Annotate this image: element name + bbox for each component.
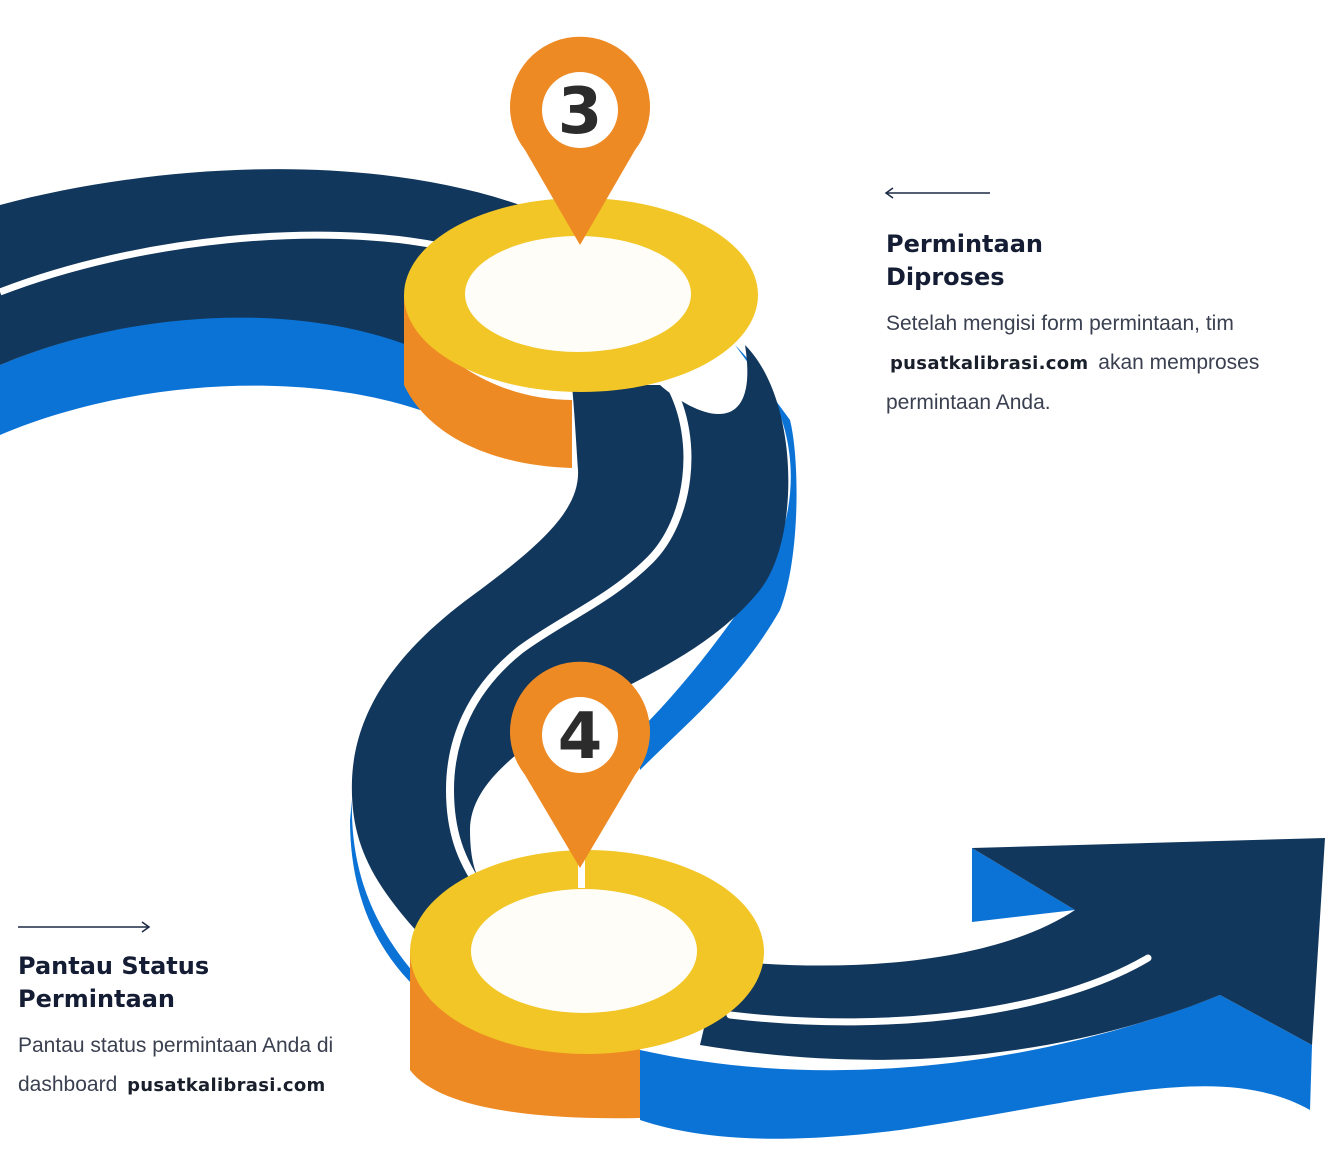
step-4-title: Pantau Status Permintaan xyxy=(18,950,398,1016)
arrow-right-icon xyxy=(18,921,151,933)
step-4-map-pin-icon: 4 xyxy=(510,661,650,868)
step-3-map-pin-icon: 3 xyxy=(510,36,650,246)
step-3-title: Permintaan Diproses xyxy=(886,228,1306,294)
step-3-title-line1: Permintaan xyxy=(886,230,1043,258)
step-4-number: 4 xyxy=(558,700,603,774)
road-segment-lower-right xyxy=(640,838,1325,1139)
step-4-ring xyxy=(410,850,764,1119)
step-3-title-line2: Diproses xyxy=(886,263,1005,291)
arrow-left-icon xyxy=(884,187,990,199)
step-3-brand: pusatkalibrasi.com xyxy=(890,353,1089,374)
step-4-title-line2: Permintaan xyxy=(18,985,175,1013)
step-4-title-line1: Pantau Status xyxy=(18,952,210,980)
step-3-description: Setelah mengisi form permintaan, tim pus… xyxy=(886,304,1306,422)
step-3-info: Permintaan Diproses Setelah mengisi form… xyxy=(886,184,1306,422)
road-arrowhead-icon xyxy=(700,838,1325,1060)
step-3-desc-after: akan memproses permintaan Anda. xyxy=(886,351,1260,414)
step-4-description: Pantau status permintaan Anda di dashboa… xyxy=(18,1026,398,1105)
road-segment-s-curve xyxy=(350,345,797,1000)
step-4-brand: pusatkalibrasi.com xyxy=(127,1075,326,1096)
road-segment-upper-left xyxy=(0,169,520,435)
step-3-desc-before: Setelah mengisi form permintaan, tim xyxy=(886,312,1234,335)
step-3-ring xyxy=(404,198,758,468)
step-3-number: 3 xyxy=(558,75,603,149)
step-4-desc-before: Pantau status permintaan Anda di dashboa… xyxy=(18,1034,334,1096)
step-4-info: Pantau Status Permintaan Pantau status p… xyxy=(18,916,398,1105)
